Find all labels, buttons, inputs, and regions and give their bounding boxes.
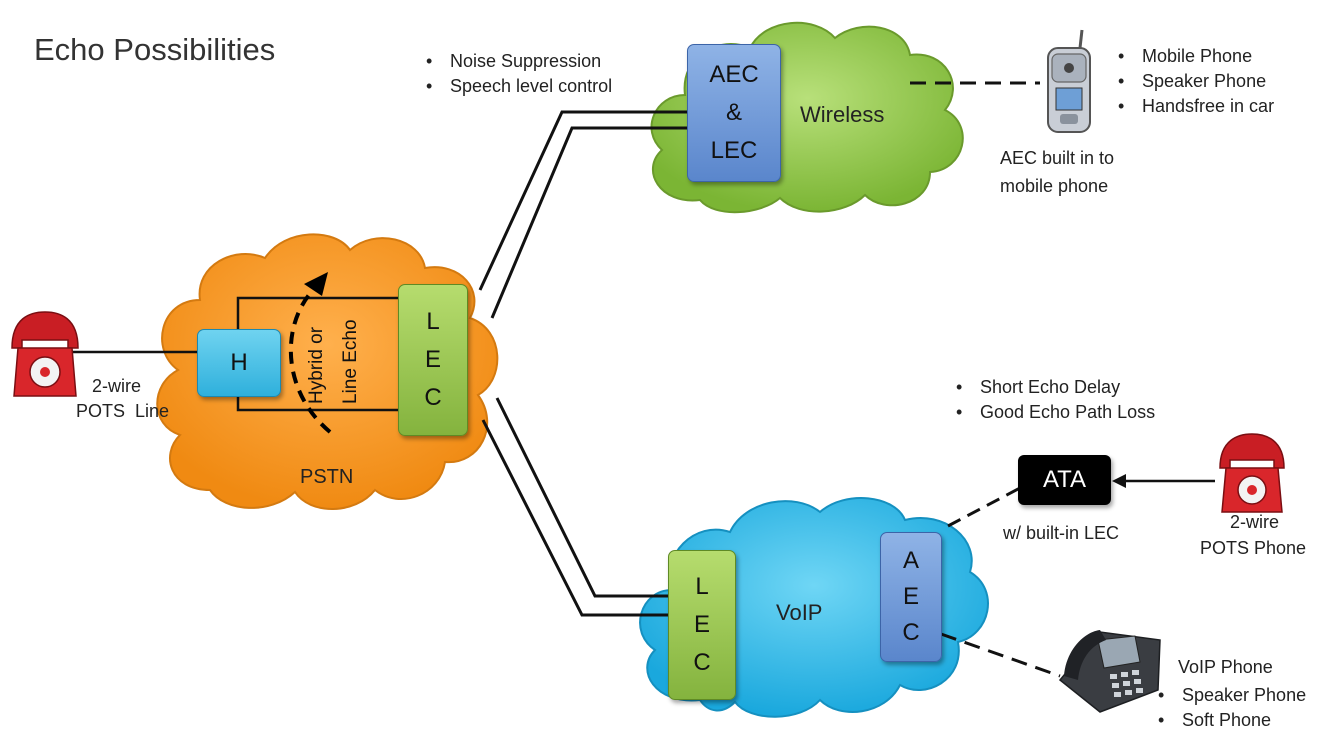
pots-line-label-line2: POTS Line <box>76 401 170 421</box>
mobile-phone-icon <box>1047 29 1091 133</box>
pots-phone-label-line2: POTS Phone <box>1200 538 1307 558</box>
pots-line-label-line1: 2-wire <box>92 376 142 396</box>
echo-label-line2: Line Echo <box>340 319 361 404</box>
box-label: L <box>695 573 709 600</box>
box-label: ATA <box>1042 466 1087 493</box>
aec-lec-box: AEC & LEC <box>687 44 781 182</box>
pots-phone-label-line1: 2-wire <box>1230 512 1280 532</box>
wireless-notes-list: Noise Suppression Speech level control <box>418 49 612 99</box>
box-label: L <box>426 308 440 335</box>
page-title: Echo Possibilities <box>34 32 276 67</box>
hybrid-box: H <box>197 329 281 397</box>
echo-path-arrow <box>289 272 332 434</box>
voip-aec-box: A E C <box>880 532 942 662</box>
list-item: Speech level control <box>418 74 612 99</box>
box-label: E <box>424 346 441 373</box>
desk-ip-phone-icon <box>1058 630 1161 713</box>
box-label: C <box>424 384 442 411</box>
aec-mobile-note-line1: AEC built in to <box>1000 148 1115 168</box>
list-item: Mobile Phone <box>1110 44 1274 69</box>
wireless-cloud-label: Wireless <box>800 102 885 127</box>
list-item: Handsfree in car <box>1110 94 1274 119</box>
mobile-features-list: Mobile Phone Speaker Phone Handsfree in … <box>1110 44 1274 119</box>
pstn-lec-box: L E C <box>398 284 468 436</box>
ata-note: w/ built-in LEC <box>1003 523 1120 543</box>
trunk-pstn-wireless <box>478 110 688 319</box>
pots-to-ata-arrow <box>1112 474 1215 488</box>
voip-deskphone-link <box>940 632 1061 678</box>
list-item: Noise Suppression <box>418 49 612 74</box>
box-label: C <box>693 649 711 676</box>
box-label: LEC <box>710 137 758 164</box>
box-label: AEC <box>709 61 759 88</box>
list-item: Soft Phone <box>1150 708 1306 733</box>
voip-ata-link <box>947 486 1021 528</box>
box-label: A <box>902 547 919 574</box>
echo-path-label: Hybrid or Line Echo <box>300 300 420 430</box>
box-label: E <box>693 611 710 638</box>
list-item: Good Echo Path Loss <box>948 400 1155 425</box>
red-telephone-icon <box>1219 433 1285 513</box>
red-telephone-icon <box>11 311 79 397</box>
box-label: & <box>725 99 742 126</box>
ata-box: ATA <box>1018 455 1111 505</box>
list-item: Short Echo Delay <box>948 375 1155 400</box>
list-item: Speaker Phone <box>1110 69 1274 94</box>
list-item: Speaker Phone <box>1150 683 1306 708</box>
box-label: E <box>902 583 919 610</box>
voip-cloud-label: VoIP <box>776 600 823 625</box>
voip-phone-heading: VoIP Phone <box>1178 657 1273 677</box>
aec-mobile-note-line2: mobile phone <box>1000 176 1109 196</box>
pstn-cloud-label: PSTN <box>300 466 354 488</box>
trunk-pstn-voip <box>481 397 668 617</box>
echo-label-line1: Hybrid or <box>306 326 327 404</box>
voip-notes-list: Short Echo Delay Good Echo Path Loss <box>948 375 1155 425</box>
hybrid-loop-lines <box>70 296 398 412</box>
box-label: H <box>230 349 248 376</box>
voip-phone-features-list: Speaker Phone Soft Phone <box>1150 683 1306 733</box>
voip-lec-box: L E C <box>668 550 736 700</box>
box-label: C <box>902 619 920 646</box>
